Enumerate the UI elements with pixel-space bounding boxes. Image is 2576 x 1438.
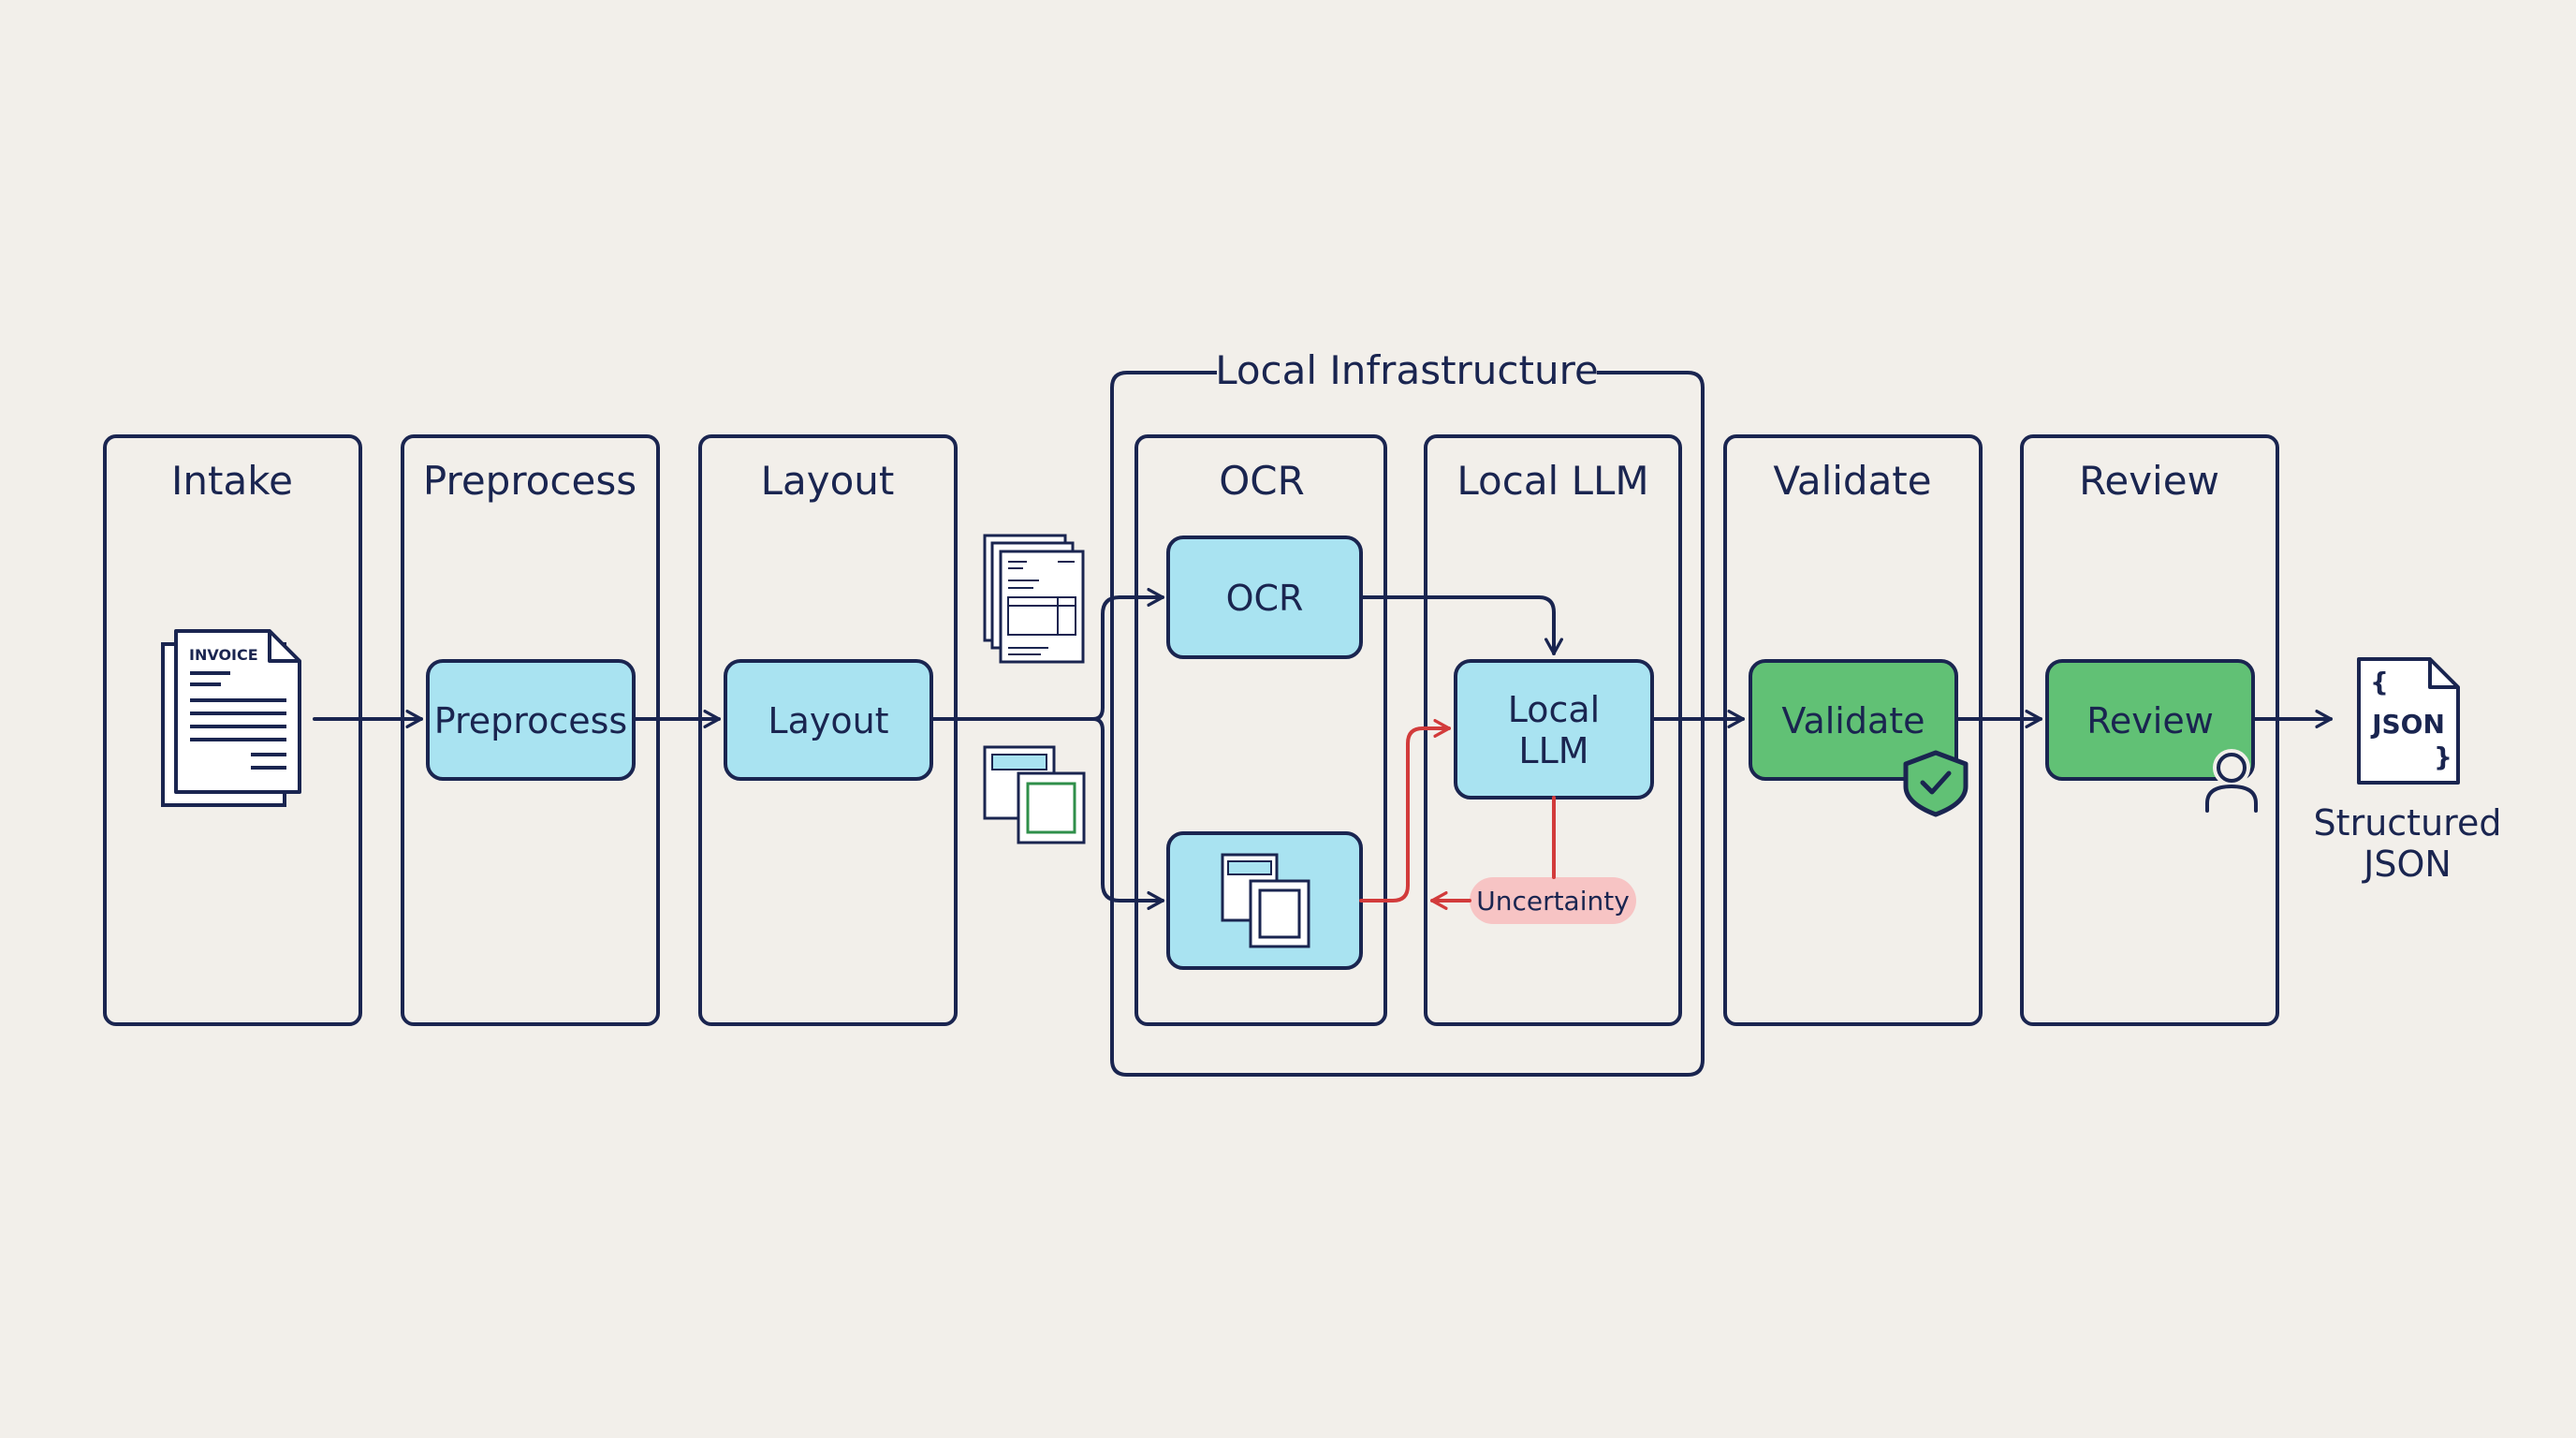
review-step-label: Review: [2086, 700, 2214, 741]
json-open-brace: {: [2370, 667, 2389, 697]
validate-step-label: Validate: [1781, 700, 1925, 741]
layout-step-label: Layout: [768, 700, 888, 741]
arrow-layout-to-ocr: [1091, 588, 1164, 721]
lane-layout: Layout Layout: [698, 434, 958, 1026]
lane-ocr-title: OCR: [1219, 458, 1305, 504]
local-llm-step-label-line2: LLM: [1518, 730, 1588, 771]
arrow-regions-to-llm: [1359, 719, 1451, 902]
lane-validate-title: Validate: [1773, 458, 1931, 504]
lane-preprocess-frame: [401, 434, 660, 1026]
lane-preprocess-title: Preprocess: [423, 458, 637, 504]
lane-local-llm: Local LLM Local LLM Uncertainty: [1424, 434, 1682, 1026]
preprocess-step-label: Preprocess: [434, 700, 627, 741]
lane-validate-frame: [1723, 434, 1983, 1026]
lane-local-llm-title: Local LLM: [1456, 458, 1648, 504]
local-infrastructure-frame: [1110, 371, 1705, 1077]
invoice-document-icon: INVOICE: [161, 629, 301, 807]
lane-layout-frame: [698, 434, 958, 1026]
output-label-line2: JSON: [2362, 844, 2452, 885]
lane-ocr: OCR OCR: [1134, 434, 1387, 1026]
lane-review-title: Review: [2079, 458, 2219, 504]
json-file-label: JSON: [2370, 709, 2445, 740]
output-label-line1: Structured: [2314, 802, 2502, 844]
document-pages-icon: [983, 534, 1085, 664]
person-icon: [2205, 749, 2258, 813]
lane-intake-title: Intake: [171, 458, 293, 504]
flow-connectors: [313, 588, 2333, 910]
lane-intake-frame: [103, 434, 362, 1026]
lane-ocr-frame: [1134, 434, 1387, 1026]
lane-intake: Intake INVOICE: [103, 434, 362, 1026]
json-close-brace: }: [2434, 741, 2452, 772]
arrow-ocr-to-llm: [1359, 595, 1563, 655]
lane-validate: Validate Validate: [1723, 434, 1983, 1026]
layout-regions-icon: [1221, 853, 1310, 948]
lane-layout-title: Layout: [761, 458, 895, 504]
uncertainty-badge: [1470, 877, 1636, 924]
ocr-step-label: OCR: [1226, 578, 1304, 619]
local-infrastructure-group: Local Infrastructure: [1110, 347, 1705, 1077]
lane-review: Review Review: [2020, 434, 2279, 1026]
uncertainty-label: Uncertainty: [1476, 886, 1630, 917]
local-llm-step-label-line1: Local: [1508, 689, 1601, 730]
layout-regions-icon: [983, 745, 1086, 844]
local-infrastructure-label: Local Infrastructure: [1215, 347, 1599, 393]
lane-preprocess: Preprocess Preprocess: [401, 434, 660, 1026]
json-file-icon: { JSON }: [2357, 657, 2460, 785]
shield-check-icon: [1903, 750, 1969, 817]
arrow-layout-to-regions: [1091, 717, 1164, 910]
invoice-label: INVOICE: [189, 646, 258, 664]
lane-review-frame: [2020, 434, 2279, 1026]
